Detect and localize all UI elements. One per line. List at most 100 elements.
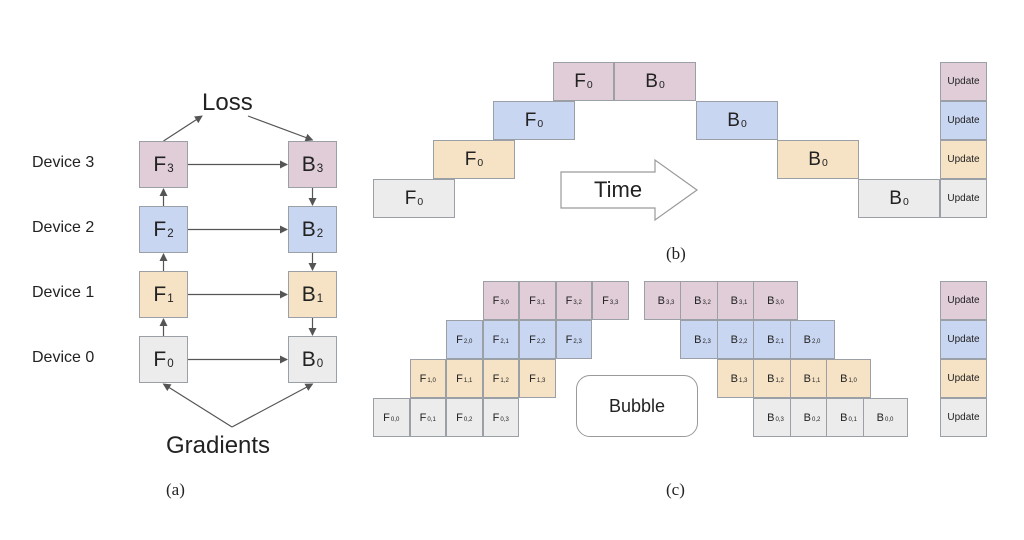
box-subscript: 1,3 [738,377,748,384]
device-label-1: Device 1 [32,284,95,301]
box-subscript: 3,1 [738,299,748,306]
box-letter: F [492,411,500,424]
update-cell-c-device-3: Update [940,281,987,320]
box-subscript: 0 [821,157,828,169]
box-letter: F [456,333,463,346]
box-letter: B [657,294,665,307]
box-letter: F [492,333,500,346]
box-subscript: 3,2 [573,299,582,306]
box-subscript: 0,3 [775,416,784,423]
box-letter: B [301,347,316,371]
caption-b: (b) [666,244,686,263]
box-letter: F [153,282,167,306]
box-letter: F [153,217,167,241]
box-subscript: 1,1 [463,377,473,384]
box-subscript: 0 [902,196,909,208]
box-subscript: 3,1 [536,299,546,306]
box-letter: F [524,109,537,131]
box-letter: B [767,294,775,307]
arrow-to-loss [163,115,203,142]
box-letter: F [492,294,500,307]
device-label-0: Device 0 [32,349,95,366]
box-letter: F [529,372,536,385]
box-letter: F [456,372,463,385]
box-subscript: 2,1 [500,338,509,345]
box-letter: B [301,282,316,306]
time-arrow [560,158,699,222]
box-subscript: 3,3 [609,299,619,306]
box-subscript: 3,0 [775,299,784,306]
box-subscript: 0,2 [463,416,473,423]
box-subscript: 0,3 [500,416,509,423]
box-letter: B [808,148,821,170]
box-letter: F [492,372,500,385]
device-label-2: Device 2 [32,219,95,236]
update-cell-device-1: Update [940,140,987,179]
box-letter: F [529,294,536,307]
box-letter: B [730,294,738,307]
box-subscript: 2,1 [775,338,784,345]
box-letter: B [803,333,811,346]
gradients-label: Gradients [166,432,271,459]
box-letter: B [730,372,738,385]
box-subscript: 2,2 [738,338,748,345]
box-subscript: 0,2 [811,416,821,423]
box-letter: B [767,372,775,385]
box-subscript: 0 [316,357,324,370]
box-subscript: 0,1 [427,416,436,423]
time-label: Time [594,177,643,202]
box-letter: F [153,152,167,176]
box-subscript: 3,0 [500,299,509,306]
box-letter: F [383,411,390,424]
update-cell-device-0: Update [940,179,987,218]
box-subscript: 3,2 [702,299,711,306]
box-subscript: 2,2 [536,338,546,345]
box-subscript: 0,1 [848,416,857,423]
box-letter: B [767,333,775,346]
box-subscript: 0 [740,118,747,130]
box-subscript: 0 [658,79,665,91]
box-letter: B [730,333,738,346]
update-cell-c-device-2: Update [940,320,987,359]
box-letter: F [574,70,586,92]
box-subscript: 3 [167,162,174,175]
box-subscript: 2 [167,227,174,240]
box-subscript: 3 [316,162,324,175]
box-subscript: 0,0 [390,416,400,423]
box-subscript: 0,0 [884,416,894,423]
box-subscript: 1,2 [500,377,509,384]
box-subscript: 1,0 [848,377,857,384]
box-letter: F [456,411,463,424]
box-letter: F [419,411,427,424]
box-subscript: 0 [167,357,174,370]
caption-c: (c) [666,480,685,499]
box-subscript: 3,3 [665,299,675,306]
box-letter: F [602,294,609,307]
